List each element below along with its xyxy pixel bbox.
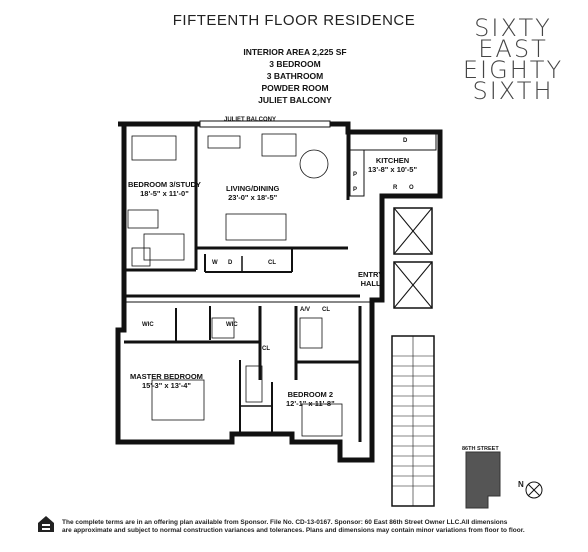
bedroom3-dimensions: 18'-5" x 11'-0" [140, 189, 189, 198]
kitchen-label: KITCHEN 13'-8" x 10'-5" [368, 156, 417, 174]
bedroom3-label: BEDROOM 3/STUDY 18'-5" x 11'-0" [128, 180, 201, 198]
bedroom2-name: BEDROOM 2 [287, 390, 334, 399]
wic-label-master: WIC [142, 322, 154, 328]
bedroom2-dimensions: 12'-1" x 11'-8" [286, 399, 335, 408]
master-dimensions: 15'-3" x 13'-4" [141, 381, 191, 390]
brand-line-3: EIGHTY [462, 56, 564, 84]
bedroom3-bed [131, 135, 177, 161]
disclaimer-line-2: are approximate and subject to normal co… [62, 527, 525, 534]
cl-label-hall: CL [262, 346, 270, 352]
juliet-balcony-label: JULIET BALCONY [224, 117, 277, 123]
brand-line-2: EAST [478, 35, 548, 63]
entry-line: ENTRY [358, 270, 384, 279]
disclaimer: The complete terms are in an offering pl… [62, 519, 582, 535]
pantry-label-2: P [353, 187, 358, 193]
master-bed [151, 379, 205, 421]
exterior-wall [115, 121, 443, 463]
refrigerator-label: R [393, 185, 398, 191]
keyplan-building [465, 451, 501, 509]
pantry-label: P [353, 172, 358, 178]
disclaimer-line-1: The complete terms are in an offering pl… [62, 519, 508, 526]
bedroom2-label: BEDROOM 2 12'-1" x 11'-8" [286, 390, 335, 408]
washer-label: W [212, 260, 218, 266]
oven-label: O [409, 185, 414, 191]
juliet-balcony-window [199, 120, 331, 128]
hall-line: HALL [360, 279, 381, 288]
spec-balcony: JULIET BALCONY [258, 95, 332, 105]
cl-label-laundry: CL [268, 260, 276, 266]
keyplan-street-label: 86TH STREET [462, 446, 499, 452]
living-dining-label: LIVING/DINING 23'-0" x 18'-5" [226, 184, 279, 202]
kitchen-island [349, 149, 365, 197]
elevator-shaft-upper [393, 207, 433, 255]
entry-hall-label: ENTRY HALL [358, 270, 383, 288]
spec-interior-area: INTERIOR AREA 2,225 SF [243, 47, 347, 57]
kitchen-name: KITCHEN [375, 156, 410, 165]
sofa [207, 135, 241, 149]
cl-label-bedroom2: CL [322, 307, 330, 313]
brand-logo: SIXTY EAST EIGHTY SIXTH [438, 14, 588, 105]
brand-line-4: SIXTH [472, 77, 554, 105]
spec-powder-room: POWDER ROOM [261, 83, 329, 93]
equal-housing-icon [38, 516, 54, 532]
dryer-label: D [228, 260, 233, 266]
north-label: N [518, 480, 524, 489]
wic-label-second: WIC [226, 322, 238, 328]
brand-line-1: SIXTY [474, 14, 552, 42]
bedroom2-bed [301, 403, 343, 437]
av-label: A/V [300, 307, 311, 313]
spec-bedrooms: 3 BEDROOM [269, 59, 321, 69]
bedroom3-name: BEDROOM 3/STUDY [128, 180, 201, 189]
north-arrow-icon [525, 481, 543, 499]
page-title: FIFTEENTH FLOOR RESIDENCE [172, 12, 416, 29]
kitchen-dimensions: 13'-8" x 10'-5" [368, 165, 418, 174]
master-name: MASTER BEDROOM [130, 372, 203, 381]
dining-table [299, 149, 329, 179]
elevator-shaft-lower [393, 261, 433, 309]
living-name: LIVING/DINING [226, 184, 280, 193]
kitchen-counter [349, 133, 437, 151]
dishwasher-label: D [403, 138, 408, 144]
master-bedroom-label: MASTER BEDROOM 15'-3" x 13'-4" [130, 372, 203, 390]
spec-bathrooms: 3 BATHROOM [266, 71, 324, 81]
unit-specs: INTERIOR AREA 2,225 SF 3 BEDROOM 3 BATHR… [160, 46, 430, 106]
living-dimensions: 23'-0" x 18'-5" [228, 193, 278, 202]
